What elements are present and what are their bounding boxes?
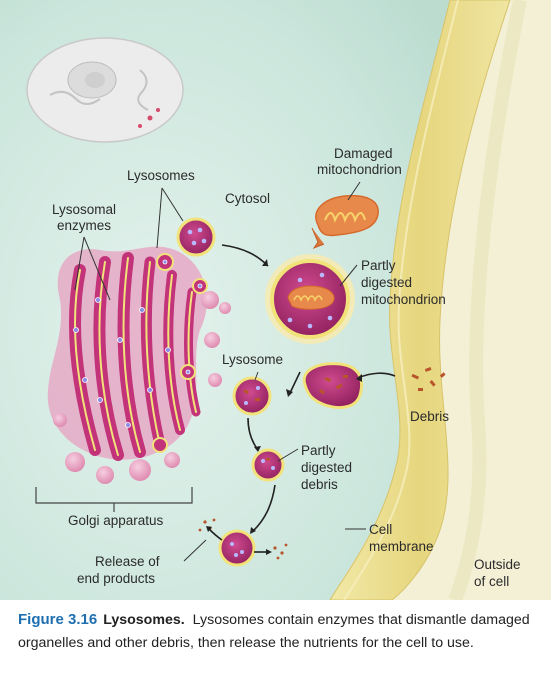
label-debris: Debris bbox=[410, 409, 449, 424]
end-product-particles bbox=[198, 518, 288, 560]
lysosome-with-mitochondrion bbox=[265, 254, 355, 344]
outside-stripe bbox=[448, 0, 527, 600]
lysosome-top bbox=[176, 217, 216, 257]
membrane-inner-line bbox=[343, 0, 459, 600]
label-cell-membrane-1: Cell bbox=[369, 522, 392, 537]
label-partly-mito-1: Partly bbox=[361, 258, 396, 273]
label-cell-membrane-2: membrane bbox=[369, 539, 434, 554]
label-outside-2: of cell bbox=[474, 574, 509, 589]
label-partly-debris-3: debris bbox=[301, 477, 338, 492]
label-partly-debris-2: digested bbox=[301, 460, 352, 475]
arrow-heads bbox=[206, 259, 362, 555]
label-lysosomal-enzymes-1: Lysosomal bbox=[52, 202, 116, 217]
endocytic-vesicle bbox=[302, 362, 364, 409]
lysosome-middle bbox=[232, 376, 272, 416]
label-golgi-apparatus: Golgi apparatus bbox=[68, 513, 164, 528]
golgi-apparatus bbox=[47, 246, 231, 484]
label-damaged-1: Damaged bbox=[334, 146, 393, 161]
label-damaged-2: mitochondrion bbox=[317, 162, 402, 177]
cell-membrane bbox=[329, 0, 511, 600]
lysosome-releasing bbox=[218, 529, 256, 567]
label-release-1: Release of bbox=[95, 554, 160, 569]
label-cytosol: Cytosol bbox=[225, 191, 270, 206]
golgi-bracket bbox=[35, 487, 193, 512]
damaged-mitochondrion bbox=[311, 194, 379, 250]
label-lysosomal-enzymes-2: enzymes bbox=[57, 218, 111, 233]
figure-caption: Figure 3.16 Lysosomes. Lysosomes contain … bbox=[18, 608, 540, 655]
label-lysosome: Lysosome bbox=[222, 352, 283, 367]
golgi-enzyme-dots bbox=[73, 259, 203, 428]
label-release-2: end products bbox=[77, 571, 155, 586]
cell-thumbnail-icon bbox=[26, 37, 184, 143]
caption-text: Lysosomes contain enzymes that dismantle… bbox=[18, 612, 530, 651]
leader-lines bbox=[74, 181, 366, 562]
label-partly-debris-1: Partly bbox=[301, 443, 336, 458]
figure-title: Lysosomes. bbox=[103, 612, 185, 628]
label-partly-mito-3: mitochondrion bbox=[361, 292, 446, 307]
label-lysosomes: Lysosomes bbox=[127, 168, 195, 183]
figure-number: Figure 3.16 bbox=[18, 611, 98, 628]
label-outside-1: Outside bbox=[474, 557, 521, 572]
lysosome-diagram: Lysosomes Cytosol Lysosomal enzymes Dama… bbox=[0, 0, 551, 600]
debris-particles bbox=[411, 367, 446, 391]
label-partly-mito-2: digested bbox=[361, 275, 412, 290]
lysosome-partly-digested-debris bbox=[251, 448, 285, 482]
